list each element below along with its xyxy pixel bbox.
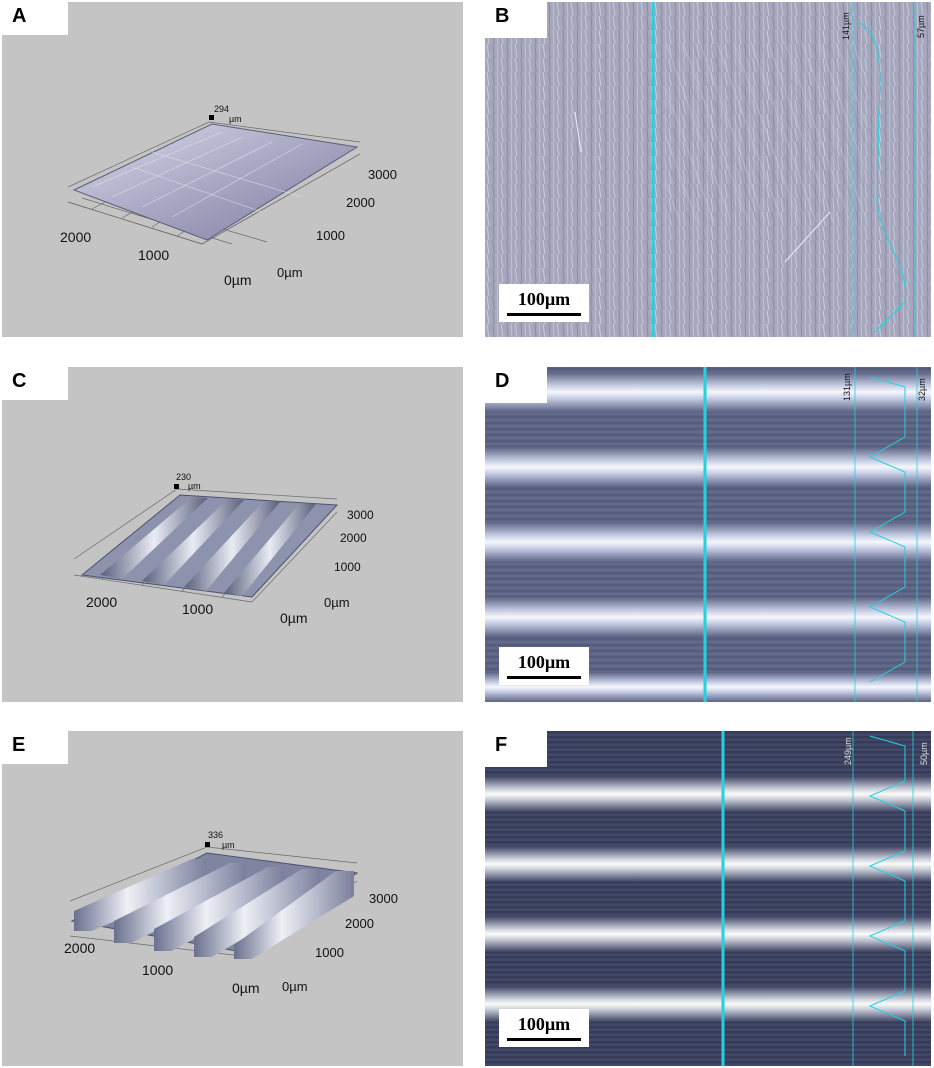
x-tick-e-0: 2000 xyxy=(64,940,95,956)
y-tick-c-2: 1000 xyxy=(334,560,361,574)
y-tick-e-0: 3000 xyxy=(369,891,398,906)
profile-right-b: 57µm xyxy=(916,15,926,38)
z-unit-e: µm xyxy=(222,840,235,850)
panel-label-c: C xyxy=(2,367,68,400)
y-tick-e-3: 0µm xyxy=(282,979,308,994)
y-tick-a-0: 3000 xyxy=(368,167,397,182)
y-tick-a-3: 0µm xyxy=(277,265,303,280)
z-unit-a: µm xyxy=(229,114,242,124)
x-tick-e-2: 0µm xyxy=(232,980,260,996)
panel-d-micrograph: 131µm 32µm D 100µm xyxy=(485,367,931,702)
y-tick-e-2: 1000 xyxy=(315,945,344,960)
panel-label-b: B xyxy=(485,2,547,38)
x-tick-c-1: 1000 xyxy=(182,601,213,617)
depth-profile-b xyxy=(856,21,907,333)
micrograph-b: 141µm 57µm xyxy=(485,2,931,337)
surface-a xyxy=(72,123,359,241)
profile-right-f: 50µm xyxy=(919,742,929,765)
x-tick-c-0: 2000 xyxy=(86,594,117,610)
depth-profile-f xyxy=(868,735,906,1056)
y-tick-c-1: 2000 xyxy=(340,531,367,545)
surface-c xyxy=(80,494,339,598)
panel-label-f: F xyxy=(485,731,547,767)
panel-f-micrograph: 249µm 50µm F 100µm xyxy=(485,731,931,1066)
panel-label-e: E xyxy=(2,731,68,764)
profile-left-f: 249µm xyxy=(843,737,853,765)
scale-label-f: 100µm xyxy=(517,1014,571,1034)
x-tick-a-0: 2000 xyxy=(60,229,91,245)
y-tick-e-1: 2000 xyxy=(345,916,374,931)
micrograph-f: 249µm 50µm xyxy=(485,731,931,1066)
z-max-e: 336 xyxy=(208,830,223,840)
surface-plot-a: 294 µm 2000 1000 0µm 3000 2000 1000 0µm xyxy=(60,104,397,288)
scale-bar-d: 100µm xyxy=(499,647,589,685)
surface-plot-e: 336 µm 2000 1000 0µm 3000 2000 1000 0µm xyxy=(64,830,398,996)
z-max-c: 230 xyxy=(176,472,191,482)
z-marker-e xyxy=(205,842,210,847)
scale-bar-f: 100µm xyxy=(499,1009,589,1047)
profile-left-d: 131µm xyxy=(842,373,852,401)
x-tick-a-1: 1000 xyxy=(138,247,169,263)
x-tick-a-2: 0µm xyxy=(224,272,252,288)
scale-bar-b: 100µm xyxy=(499,284,589,322)
ridges-c xyxy=(100,497,316,596)
y-tick-a-1: 2000 xyxy=(346,195,375,210)
panel-c-3d-surface: 230 µm 2000 1000 0µm 3000 2000 1000 0µm … xyxy=(2,367,463,702)
x-tick-c-2: 0µm xyxy=(280,610,308,626)
y-tick-a-2: 1000 xyxy=(316,228,345,243)
y-tick-c-0: 3000 xyxy=(347,508,374,522)
z-unit-c: µm xyxy=(188,481,201,491)
panel-label-a: A xyxy=(2,2,68,35)
panel-b-micrograph: 141µm 57µm B 100µm xyxy=(485,2,931,337)
x-tick-e-1: 1000 xyxy=(142,962,173,978)
scale-label-b: 100µm xyxy=(517,289,571,309)
depth-profile-d xyxy=(868,376,906,683)
profile-left-b: 141µm xyxy=(841,12,851,40)
surface-plot-c: 230 µm 2000 1000 0µm 3000 2000 1000 0µm xyxy=(73,472,374,626)
micrograph-d: 131µm 32µm xyxy=(485,367,931,702)
z-max-a: 294 xyxy=(214,104,229,114)
z-marker-c xyxy=(174,484,179,489)
ridges-e xyxy=(74,859,354,959)
profile-right-d: 32µm xyxy=(917,378,927,401)
scale-label-d: 100µm xyxy=(517,652,571,672)
panel-a-3d-surface: 294 µm 2000 1000 0µm 3000 2000 1000 0µm … xyxy=(2,2,463,337)
panel-e-3d-surface: 336 µm 2000 1000 0µm 3000 2000 1000 0µm … xyxy=(2,731,463,1066)
y-tick-c-3: 0µm xyxy=(324,595,350,610)
z-marker-a xyxy=(209,115,214,120)
panel-label-d: D xyxy=(485,367,547,403)
